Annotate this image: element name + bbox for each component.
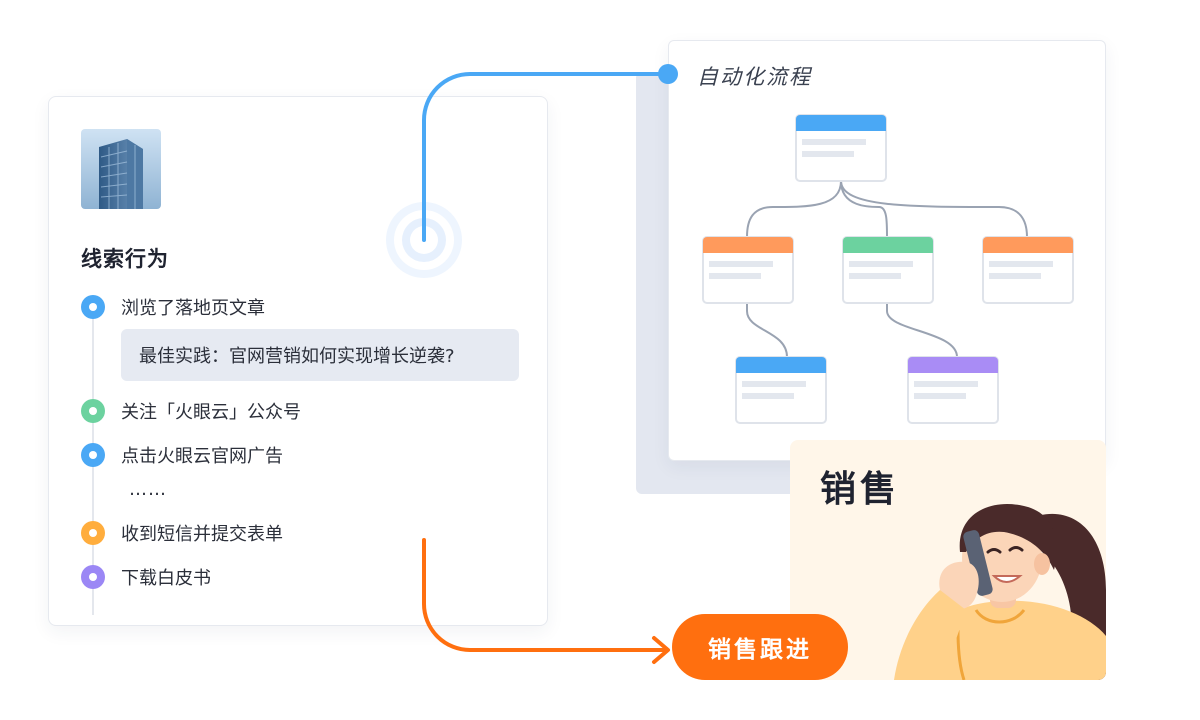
flow-node-root — [795, 114, 887, 182]
flow-edge — [840, 180, 1028, 238]
timeline-item: 关注「火眼云」公众号 — [81, 399, 301, 423]
timeline-item: 浏览了落地页文章 — [81, 295, 265, 319]
flow-node-bottom-right — [907, 356, 999, 424]
flow-node-left — [702, 236, 794, 304]
flow-edge — [746, 301, 788, 358]
flow-edge — [746, 180, 842, 238]
sales-followup-button[interactable]: 销售跟进 — [672, 614, 848, 680]
flow-edge — [886, 301, 958, 358]
timeline-dot — [81, 295, 105, 319]
salesperson-on-phone-icon — [894, 503, 1106, 680]
flow-node-bottom-left — [735, 356, 827, 424]
timeline-dot — [81, 565, 105, 589]
automation-flow-title: 自动化流程 — [697, 65, 812, 89]
timeline-item: 收到短信并提交表单 — [81, 521, 283, 545]
timeline-label: 点击火眼云官网广告 — [121, 446, 283, 467]
timeline-dot — [81, 521, 105, 545]
automation-flow-card: 自动化流程 — [668, 40, 1106, 461]
lead-behavior-title: 线索行为 — [81, 247, 169, 271]
timeline-label: 浏览了落地页文章 — [121, 298, 265, 319]
article-quote: 最佳实践：官网营销如何实现增长逆袭? — [121, 329, 519, 381]
timeline-ellipsis: …… — [129, 479, 167, 500]
flowchart — [702, 114, 1074, 424]
timeline-dot — [81, 399, 105, 423]
sales-card: 销售 — [790, 440, 1106, 680]
flow-edge — [840, 180, 888, 238]
timeline-label: 下载白皮书 — [121, 568, 211, 589]
timeline-label: 收到短信并提交表单 — [121, 524, 283, 545]
flow-node-middle — [842, 236, 934, 304]
timeline-label: 关注「火眼云」公众号 — [121, 402, 301, 423]
flow-node-right — [982, 236, 1074, 304]
timeline-item: 点击火眼云官网广告 — [81, 443, 283, 467]
sales-title: 销售 — [820, 469, 901, 510]
timeline-dot — [81, 443, 105, 467]
timeline-item: 下载白皮书 — [81, 565, 211, 589]
building-avatar — [81, 129, 161, 209]
building-image — [81, 129, 161, 209]
arrow-right-icon — [652, 636, 670, 664]
lead-behavior-card: 线索行为 浏览了落地页文章 最佳实践：官网营销如何实现增长逆袭? 关注「火眼云」… — [48, 96, 548, 626]
